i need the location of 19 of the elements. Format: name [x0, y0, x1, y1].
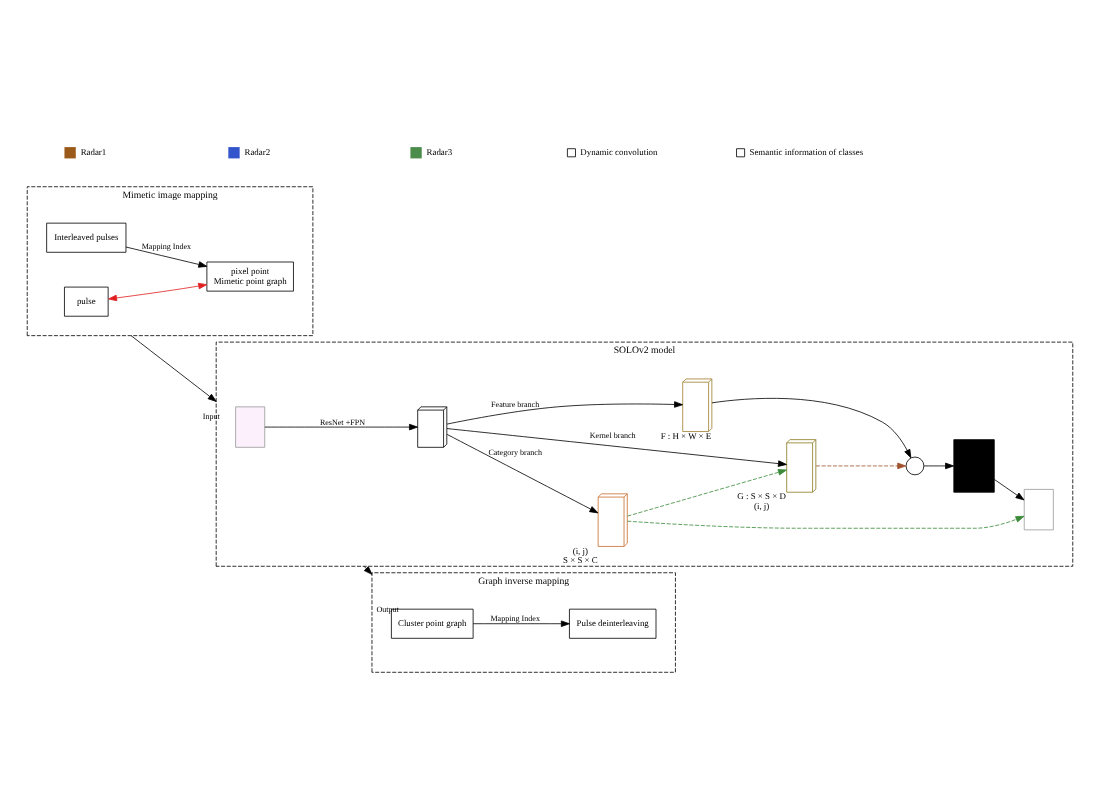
- node-box: [1023, 489, 1054, 531]
- arrow: [627, 469, 787, 517]
- node-box: [953, 439, 995, 493]
- arrow: [446, 401, 683, 425]
- arrow: [815, 462, 907, 470]
- arrow: [626, 515, 1025, 529]
- arrow: [363, 565, 373, 575]
- arrow: [923, 462, 954, 470]
- arrow: [264, 423, 418, 431]
- arrow: [125, 246, 208, 268]
- arrow: [108, 282, 208, 302]
- arrow: [711, 397, 912, 459]
- node-circle: [905, 456, 925, 476]
- arrow: [446, 434, 599, 514]
- arrow: [994, 479, 1025, 501]
- node-box: [235, 406, 266, 448]
- arrow: [446, 428, 787, 467]
- arrow: [472, 620, 570, 627]
- arrow: [130, 335, 217, 402]
